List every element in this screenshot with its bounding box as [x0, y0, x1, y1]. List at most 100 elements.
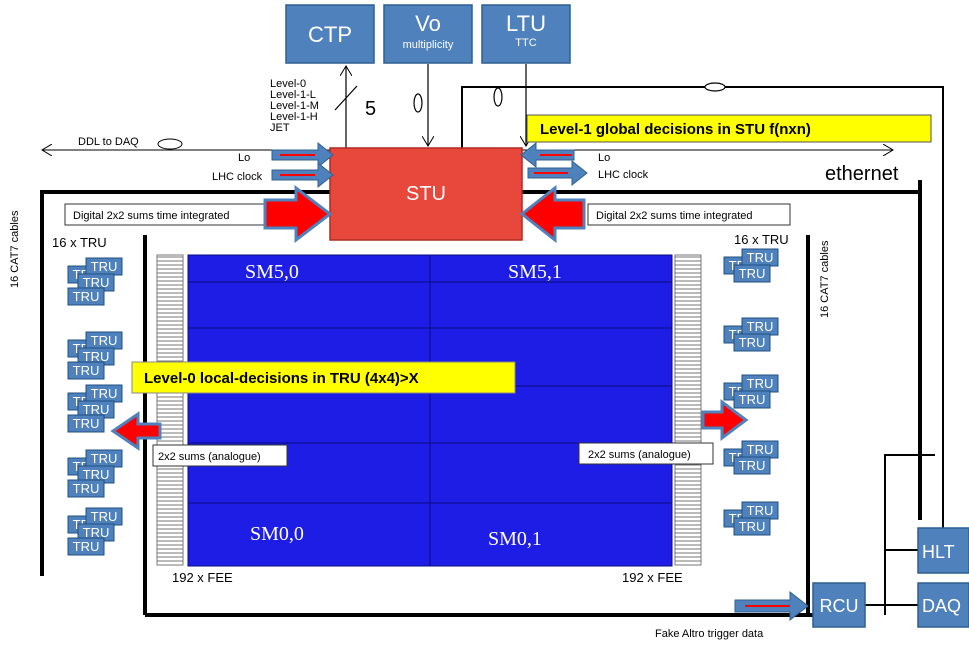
tru-card-label: TRU: [91, 333, 118, 348]
hlt-label: HLT: [922, 542, 955, 562]
tru-card-label: TRU: [73, 481, 100, 496]
tru-card-label: TRU: [83, 402, 110, 417]
sm50-label: SM5,0: [245, 261, 299, 283]
fee-right-label: 192 x FEE: [622, 570, 683, 585]
level1-banner-text: Level-1 global decisions in STU f(nxn): [540, 121, 811, 138]
tru-card-label: TRU: [73, 363, 100, 378]
stu-label: STU: [406, 183, 446, 205]
tru-card-label: TRU: [91, 451, 118, 466]
tru-count-left: 16 x TRU: [52, 235, 107, 250]
ddl-to-daq: DDL to DAQ: [42, 136, 330, 150]
ctp-signal-2: Level-1-M: [270, 100, 319, 112]
tru-card: [67, 414, 105, 433]
stu-box: STU: [329, 147, 523, 241]
fee-connectors-right: [674, 254, 702, 566]
tru-card-label: TRU: [83, 467, 110, 482]
tru-card-label: TRU: [91, 259, 118, 274]
sm51-label: SM5,1: [508, 261, 562, 283]
tru-card: [67, 537, 105, 556]
fake-altro-label: Fake Altro trigger data: [655, 628, 764, 640]
tru-card-label: TRU: [747, 250, 774, 265]
tru-card: [67, 287, 105, 306]
level0-banner-text: Level-0 local-decisions in TRU (4x4)>X: [144, 370, 419, 387]
level1-banner: Level-1 global decisions in STU f(nxn): [526, 114, 932, 143]
right-lo-label: Lo: [598, 152, 610, 164]
ctp-signal-1: Level-1-L: [270, 89, 316, 101]
ctp-signal-4: JET: [270, 122, 290, 134]
tru-card-label: TRU: [747, 442, 774, 457]
bus-width-label: 5: [365, 98, 376, 120]
left-lo-label: Lo: [238, 152, 250, 164]
tru-card-label: TRU: [739, 458, 766, 473]
ctp-signal-3: Level-1-H: [270, 111, 318, 123]
analogue-right-text: 2x2 sums (analogue): [588, 449, 691, 461]
ltu-label: LTU: [506, 11, 546, 36]
tru-card: [733, 390, 771, 409]
v0-sub-label: multiplicity: [403, 39, 454, 51]
analogue-right: 2x2 sums (analogue): [578, 399, 749, 465]
tru-stacks: TRUTRUTRUTRUTRUTRUTRUTRUTRUTRUTRUTRUTRUT…: [67, 248, 779, 556]
fake-altro-arrow: [734, 590, 809, 622]
fee-left-label: 192 x FEE: [172, 570, 233, 585]
routing-lines: [461, 86, 944, 615]
tru-card: [67, 479, 105, 498]
tru-card: [733, 333, 771, 352]
tru-card-label: TRU: [91, 386, 118, 401]
fee-connectors-left: [156, 254, 184, 566]
ltu-sub-label: TTC: [515, 37, 536, 49]
cat7-right-label: 16 CAT7 cables: [819, 240, 831, 318]
tru-card-label: TRU: [739, 335, 766, 350]
ethernet-label: ethernet: [825, 163, 899, 185]
digital-sums-right-text: Digital 2x2 sums time integrated: [596, 210, 753, 222]
tru-card-label: TRU: [91, 509, 118, 524]
digital-sums-left: Digital 2x2 sums time integrated: [64, 184, 333, 244]
tru-count-right: 16 x TRU: [734, 232, 789, 247]
tru-card-label: TRU: [739, 392, 766, 407]
digital-sums-left-text: Digital 2x2 sums time integrated: [73, 210, 230, 222]
tru-card-label: TRU: [747, 376, 774, 391]
tru-card-label: TRU: [739, 519, 766, 534]
tru-card-label: TRU: [73, 416, 100, 431]
tru-card: [733, 456, 771, 475]
ctp-box: CTP: [285, 4, 375, 64]
sm00-label: SM0,0: [250, 523, 304, 545]
ltu-box: LTU TTC: [481, 4, 571, 64]
tru-card-label: TRU: [83, 275, 110, 290]
ddl-label: DDL to DAQ: [78, 136, 139, 148]
analogue-left: 2x2 sums (analogue): [110, 411, 288, 467]
tru-card-label: TRU: [747, 319, 774, 334]
daq-label: DAQ: [922, 596, 961, 616]
v0-label: Vo: [415, 11, 441, 36]
right-lo-clock: Lo LHC clock: [520, 141, 649, 187]
left-clock-label: LHC clock: [212, 171, 263, 183]
sm01-label: SM0,1: [488, 528, 542, 550]
hlt-box: HLT: [917, 527, 969, 574]
daq-box: DAQ: [917, 582, 969, 628]
right-clock-label: LHC clock: [598, 169, 649, 181]
tru-card: [733, 517, 771, 536]
frame-lines: [40, 180, 922, 617]
v0-box: Vo multiplicity: [383, 4, 473, 64]
level0-banner: Level-0 local-decisions in TRU (4x4)>X: [131, 361, 516, 394]
tru-card-label: TRU: [739, 266, 766, 281]
tru-card: [67, 361, 105, 380]
rcu-box: RCU: [812, 582, 866, 628]
ctp-signals-list: Level-0 Level-1-L Level-1-M Level-1-H JE…: [270, 78, 319, 134]
ctp-signal-0: Level-0: [270, 78, 306, 90]
ethernet-link: ethernet: [522, 150, 899, 185]
tru-card-label: TRU: [73, 289, 100, 304]
tru-card-label: TRU: [83, 349, 110, 364]
supermodule-grid: SM5,0 SM5,1 SM0,0 SM0,1: [187, 254, 673, 567]
digital-sums-right: Digital 2x2 sums time integrated: [519, 184, 791, 244]
tru-card-label: TRU: [747, 503, 774, 518]
ctp-label: CTP: [308, 22, 352, 47]
tru-card-label: TRU: [73, 539, 100, 554]
tru-card-label: TRU: [83, 525, 110, 540]
left-lo-clock: Lo LHC clock: [212, 141, 334, 189]
cat7-left-label: 16 CAT7 cables: [9, 210, 21, 288]
analogue-left-text: 2x2 sums (analogue): [158, 451, 261, 463]
tru-card: [733, 264, 771, 283]
top-arrows: [334, 64, 726, 148]
rcu-label: RCU: [820, 596, 859, 616]
